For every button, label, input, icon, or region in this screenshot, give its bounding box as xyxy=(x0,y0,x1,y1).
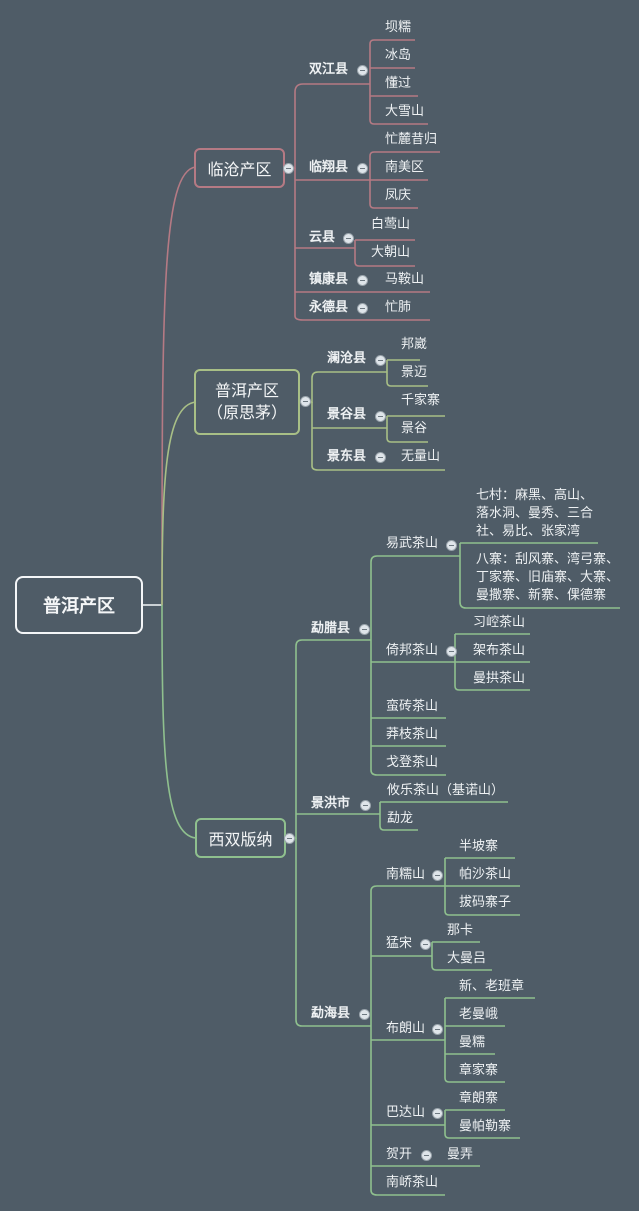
region-label: 普洱产区 xyxy=(214,381,279,400)
tea-area[interactable]: 白莺山 xyxy=(371,217,411,232)
county-jingdong[interactable]: 景东县 xyxy=(327,449,367,464)
collapse-icon[interactable] xyxy=(357,275,368,286)
tea-area[interactable]: 马鞍山 xyxy=(385,272,425,287)
text-line: 曼撒寨、新寨、倮德寨 xyxy=(476,588,607,603)
text-line: 七村：麻黑、高山、 xyxy=(476,488,594,503)
mountain-mengsong[interactable]: 猛宋 xyxy=(386,936,413,951)
region-sublabel: （原思茅） xyxy=(206,403,287,422)
tea-area[interactable]: 景迈 xyxy=(401,365,428,380)
collapse-icon[interactable] xyxy=(432,870,443,881)
region-label: 临沧产区 xyxy=(207,160,272,179)
collapse-icon[interactable] xyxy=(357,303,368,314)
mountain-yiwu[interactable]: 易武茶山 xyxy=(386,536,439,551)
tea-area[interactable]: 冰岛 xyxy=(385,48,412,63)
region-puer[interactable]: 普洱产区 （原思茅） xyxy=(194,369,300,435)
county-linxiang[interactable]: 临翔县 xyxy=(309,160,349,175)
collapse-icon[interactable] xyxy=(421,1150,432,1161)
village-group-eight[interactable]: 八寨：刮风寨、湾弓寨、 丁家寨、旧庙寨、大寨、 曼撒寨、新寨、倮德寨 xyxy=(476,551,619,605)
tea-area[interactable]: 千家寨 xyxy=(401,393,441,408)
root-node[interactable]: 普洱产区 xyxy=(15,576,143,634)
county-jinghong[interactable]: 景洪市 xyxy=(311,796,351,811)
region-lincang[interactable]: 临沧产区 xyxy=(194,148,285,188)
tea-area[interactable]: 懂过 xyxy=(385,76,412,91)
tea-area[interactable]: 习崆茶山 xyxy=(473,615,526,630)
collapse-icon[interactable] xyxy=(359,624,370,635)
text-line: 落水洞、曼秀、三合 xyxy=(476,506,594,521)
tea-area[interactable]: 大雪山 xyxy=(385,104,425,119)
tea-area[interactable]: 攸乐茶山（基诺山） xyxy=(387,783,505,798)
county-shuangjiang[interactable]: 双江县 xyxy=(309,62,349,77)
tea-area[interactable]: 凤庆 xyxy=(385,188,412,203)
tea-area[interactable]: 曼糯 xyxy=(459,1035,486,1050)
collapse-icon[interactable] xyxy=(446,540,457,551)
collapse-icon[interactable] xyxy=(300,396,311,407)
tea-area[interactable]: 章朗寨 xyxy=(459,1091,499,1106)
collapse-icon[interactable] xyxy=(343,233,354,244)
collapse-icon[interactable] xyxy=(359,1009,370,1020)
collapse-icon[interactable] xyxy=(375,452,386,463)
tea-area[interactable]: 大朝山 xyxy=(371,245,411,260)
tea-area[interactable]: 坝糯 xyxy=(385,20,412,35)
collapse-icon[interactable] xyxy=(357,65,368,76)
collapse-icon[interactable] xyxy=(420,939,431,950)
tea-area[interactable]: 那卡 xyxy=(447,923,474,938)
tea-area[interactable]: 无量山 xyxy=(401,449,441,464)
collapse-icon[interactable] xyxy=(375,355,386,366)
tea-area[interactable]: 忙麓昔归 xyxy=(385,132,438,147)
county-zhenkang[interactable]: 镇康县 xyxy=(309,272,349,287)
mountain-hekai[interactable]: 贺开 xyxy=(386,1147,413,1162)
mountain-nannuo[interactable]: 南糯山 xyxy=(386,867,426,882)
county-yongde[interactable]: 永德县 xyxy=(309,300,349,315)
tea-area[interactable]: 勐龙 xyxy=(387,811,414,826)
region-label: 西双版纳 xyxy=(208,830,273,849)
county-yunxian[interactable]: 云县 xyxy=(309,230,336,245)
tea-area[interactable]: 新、老班章 xyxy=(459,979,525,994)
tea-area[interactable]: 大曼吕 xyxy=(447,951,487,966)
collapse-icon[interactable] xyxy=(375,411,386,422)
tea-area[interactable]: 架布茶山 xyxy=(473,643,526,658)
tea-area[interactable]: 半坡寨 xyxy=(459,839,499,854)
tea-area[interactable]: 曼弄 xyxy=(447,1147,474,1162)
text-line: 社、易比、张家湾 xyxy=(476,524,581,539)
collapse-icon[interactable] xyxy=(357,163,368,174)
tea-area[interactable]: 景谷 xyxy=(401,421,428,436)
collapse-icon[interactable] xyxy=(446,646,457,657)
text-line: 八寨：刮风寨、湾弓寨、 xyxy=(476,552,620,567)
village-group-seven[interactable]: 七村：麻黑、高山、 落水洞、曼秀、三合 社、易比、张家湾 xyxy=(476,487,593,541)
county-menghai[interactable]: 勐海县 xyxy=(311,1006,351,1021)
collapse-icon[interactable] xyxy=(432,1024,443,1035)
collapse-icon[interactable] xyxy=(284,833,295,844)
mountain-yibang[interactable]: 倚邦茶山 xyxy=(386,643,439,658)
county-jinggu[interactable]: 景谷县 xyxy=(327,407,367,422)
text-line: 丁家寨、旧庙寨、大寨、 xyxy=(476,570,620,585)
tea-area[interactable]: 老曼峨 xyxy=(459,1007,499,1022)
mountain-bulang[interactable]: 布朗山 xyxy=(386,1021,426,1036)
tea-area[interactable]: 曼帕勒寨 xyxy=(459,1119,512,1134)
mountain-mangzhi[interactable]: 莽枝茶山 xyxy=(386,727,439,742)
county-mengla[interactable]: 勐腊县 xyxy=(311,621,351,636)
mountain-bada[interactable]: 巴达山 xyxy=(386,1105,426,1120)
tea-area[interactable]: 帕沙茶山 xyxy=(459,867,512,882)
tea-area[interactable]: 邦崴 xyxy=(401,337,428,352)
tea-area[interactable]: 南美区 xyxy=(385,160,425,175)
collapse-icon[interactable] xyxy=(283,163,294,174)
collapse-icon[interactable] xyxy=(432,1108,443,1119)
mountain-manzhuan[interactable]: 蛮砖茶山 xyxy=(386,699,439,714)
mountain-nanqiao[interactable]: 南峤茶山 xyxy=(386,1175,439,1190)
tea-area[interactable]: 章家寨 xyxy=(459,1063,499,1078)
region-xishuangbanna[interactable]: 西双版纳 xyxy=(195,818,286,858)
tea-area[interactable]: 忙肺 xyxy=(385,300,412,315)
tea-area[interactable]: 拔码寨子 xyxy=(459,895,512,910)
mountain-gedeng[interactable]: 戈登茶山 xyxy=(386,755,439,770)
tea-area[interactable]: 曼拱茶山 xyxy=(473,671,526,686)
root-label: 普洱产区 xyxy=(43,596,115,617)
county-lancang[interactable]: 澜沧县 xyxy=(327,351,367,366)
collapse-icon[interactable] xyxy=(360,800,371,811)
